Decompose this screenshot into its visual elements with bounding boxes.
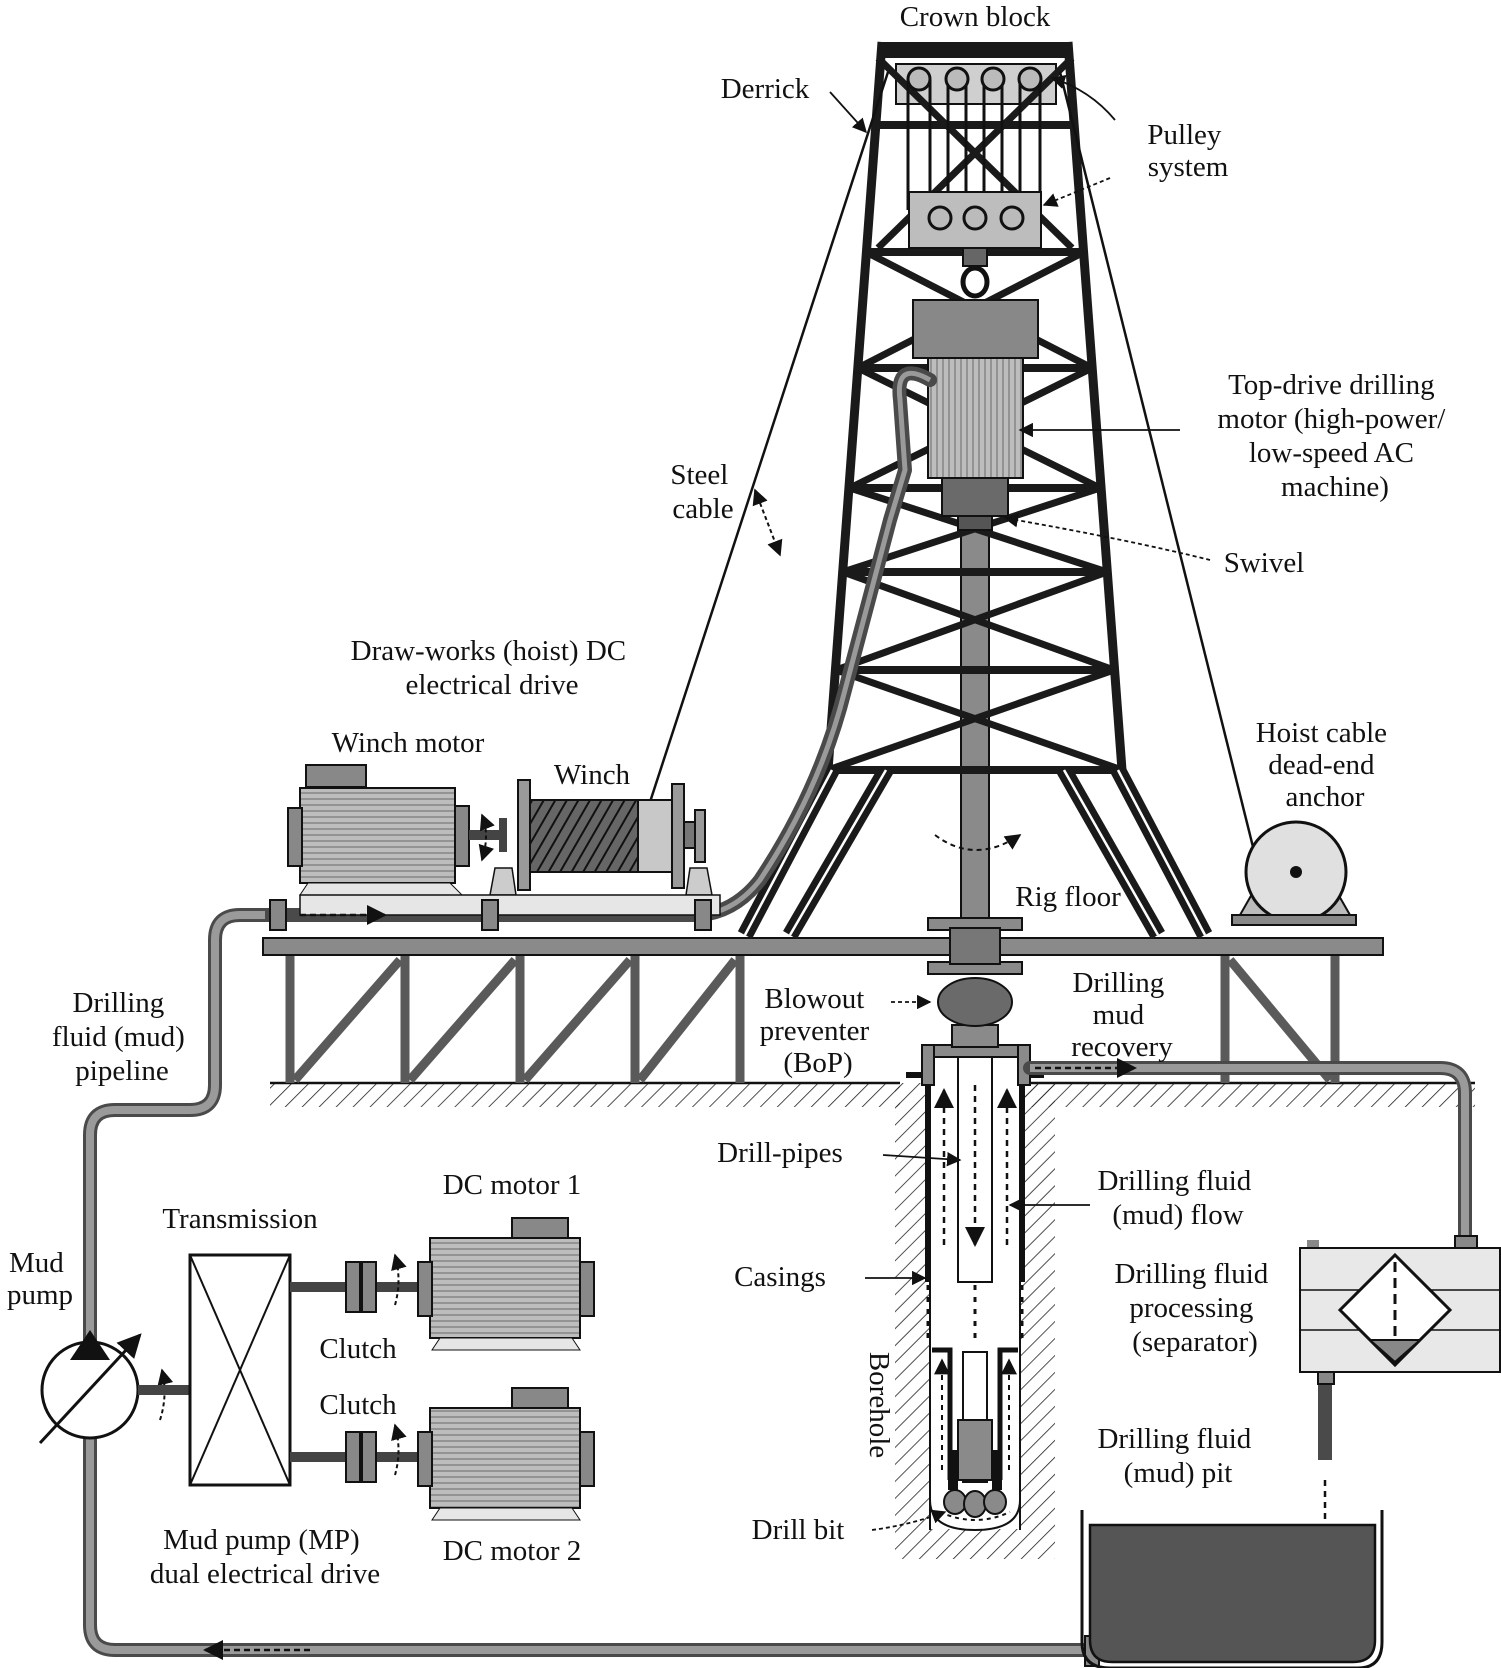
separator <box>1299 1235 1501 1385</box>
label-steel-cable: Steel cable <box>670 459 735 525</box>
label-pulley-system: Pulley system <box>1147 119 1228 183</box>
label-drawworks: Draw-works (hoist) DC electrical drive <box>351 635 634 701</box>
rig-substructure <box>262 937 1384 1083</box>
label-winch-motor: Winch motor <box>332 727 485 759</box>
top-drive-motor <box>912 299 1039 531</box>
dc-motor-1 <box>417 1217 595 1351</box>
label-mud-flow: Drilling fluid (mud) flow <box>1097 1165 1258 1231</box>
mud-pump <box>38 1330 190 1445</box>
label-crown-block: Crown block <box>900 1 1051 33</box>
dc-motor-2 <box>417 1387 595 1521</box>
label-borehole: Borehole <box>863 1352 895 1458</box>
label-hoist-anchor: Hoist cable dead-end anchor <box>1256 717 1395 813</box>
rotation-arrow <box>934 834 1022 851</box>
winch <box>299 779 721 916</box>
mud-pipeline <box>83 899 1472 1667</box>
rig-floor <box>262 937 1384 956</box>
label-clutch-1: Clutch <box>319 1333 397 1365</box>
blowout-preventer <box>937 977 1013 1027</box>
winch-motor <box>287 764 499 896</box>
drill-bit <box>939 1489 1011 1521</box>
wellhead <box>921 977 1031 1086</box>
label-top-drive: Top-drive drilling motor (high-power/ lo… <box>1217 369 1452 503</box>
label-mud-recovery: Drilling mud recovery <box>1071 967 1173 1063</box>
clutch-1 <box>290 1253 430 1313</box>
label-casings: Casings <box>734 1261 826 1293</box>
label-clutch-2: Clutch <box>319 1389 397 1421</box>
crown-block <box>882 42 1068 58</box>
mud-flow-arrows <box>934 1085 1017 1470</box>
cable-motion-arrow <box>752 488 783 557</box>
mud-pit <box>1080 1510 1384 1668</box>
leader-lines <box>829 75 1211 1531</box>
label-winch: Winch <box>554 759 631 791</box>
label-derrick: Derrick <box>721 73 810 105</box>
label-drill-bit: Drill bit <box>752 1514 845 1546</box>
label-swivel: Swivel <box>1224 547 1305 579</box>
labels: Crown block Derrick Pulley system Top-dr… <box>7 1 1452 1590</box>
label-mud-pump: Mud pump <box>7 1247 73 1311</box>
label-dc-motor-1: DC motor 1 <box>443 1169 582 1201</box>
label-drilling-fluid-pipeline: Drilling fluid (mud) pipeline <box>52 987 192 1087</box>
label-dc-motor-2: DC motor 2 <box>443 1535 582 1567</box>
label-mud-pit: Drilling fluid (mud) pit <box>1097 1423 1258 1489</box>
label-bop: Blowout preventer (BoP) <box>760 983 877 1079</box>
transmission <box>188 1253 292 1487</box>
label-transmission: Transmission <box>162 1203 318 1235</box>
ground <box>270 1081 1475 1107</box>
drill-string <box>948 529 1002 1490</box>
rotary-table <box>927 917 1023 975</box>
label-drill-pipes: Drill-pipes <box>717 1137 843 1169</box>
label-mp-drive: Mud pump (MP) dual electrical drive <box>150 1524 380 1590</box>
label-rig-floor: Rig floor <box>1015 881 1121 913</box>
steel-cable <box>648 71 1257 856</box>
pulley-system <box>906 66 1043 299</box>
label-separator: Drilling fluid processing (separator) <box>1114 1258 1275 1358</box>
hoist-cable-anchor <box>1231 820 1357 926</box>
clutch-2 <box>290 1423 430 1483</box>
